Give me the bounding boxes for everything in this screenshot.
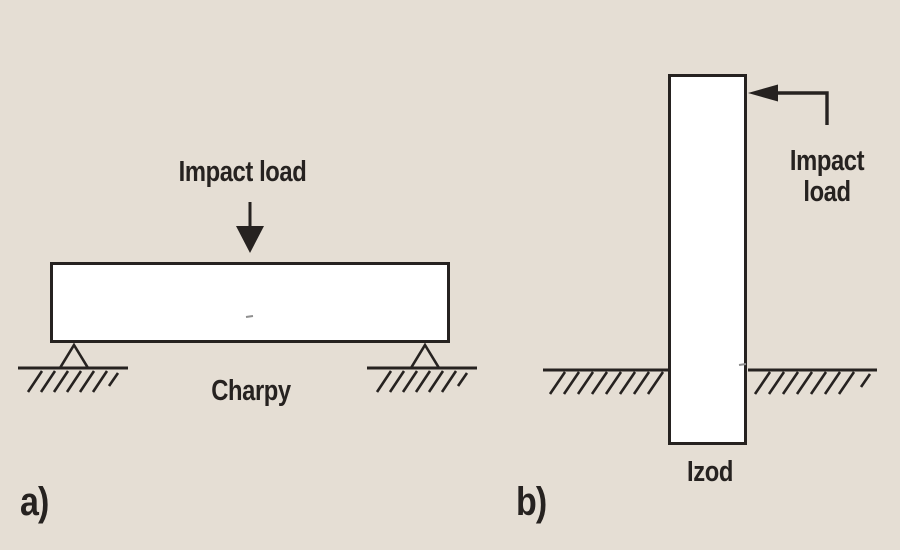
- panel-a-impact-load-label: Impact load: [178, 156, 307, 188]
- charpy-left-support-triangle: [57, 342, 91, 370]
- izod-impact-arrow-icon: [748, 84, 829, 125]
- panel-b-impact-load-label: Impact load: [789, 145, 865, 208]
- charpy-right-support-triangle: [408, 342, 442, 370]
- ground-hatching: [753, 371, 872, 395]
- izod-specimen-bar: [668, 74, 747, 445]
- ground-hatching: [548, 371, 665, 395]
- charpy-diagram: [18, 202, 477, 393]
- charpy-notch-mark: [245, 315, 254, 318]
- panel-b-test-name: Izod: [687, 456, 733, 488]
- izod-notch-mark: [738, 363, 747, 366]
- charpy-specimen-beam: [50, 262, 450, 343]
- panel-b-marker: b): [516, 480, 547, 524]
- panel-a-marker: a): [20, 480, 49, 524]
- charpy-impact-arrow-icon: [236, 202, 264, 253]
- ground-hatching: [375, 370, 469, 393]
- izod-diagram: [543, 74, 877, 445]
- panel-a-test-name: Charpy: [211, 375, 291, 407]
- ground-hatching: [26, 370, 120, 393]
